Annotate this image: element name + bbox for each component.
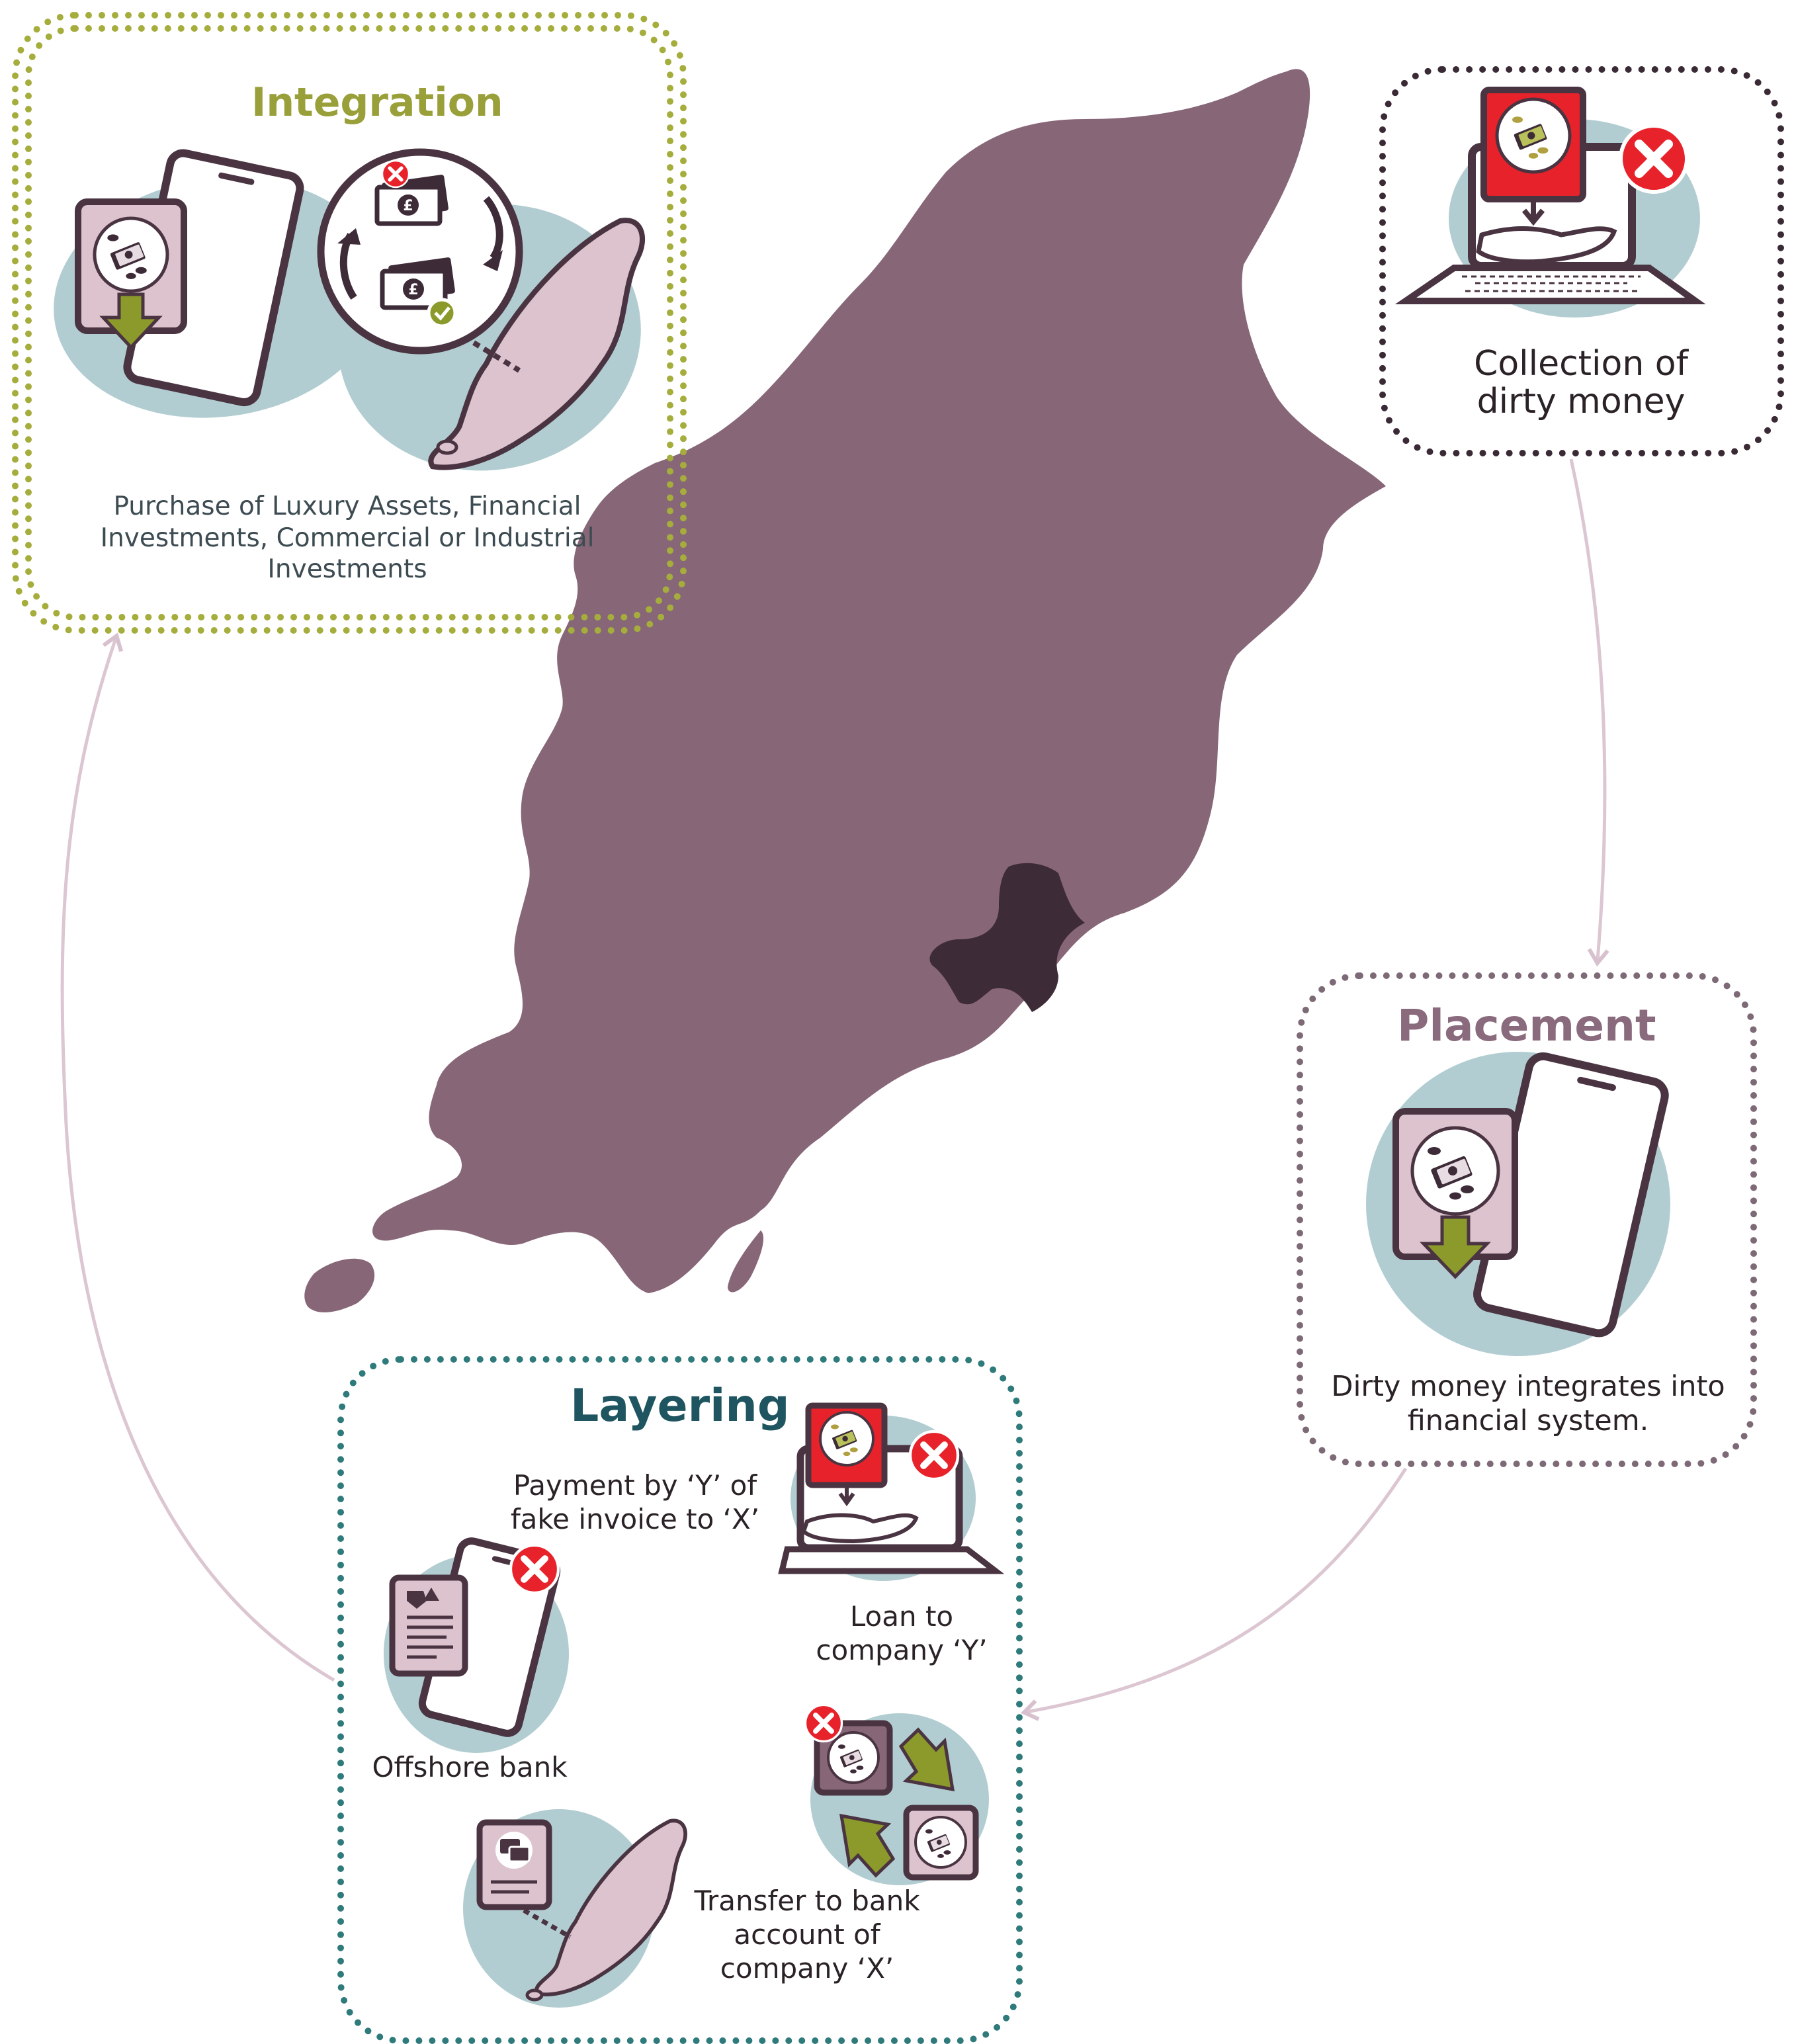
integration-description: Purchase of Luxury Assets, Financial Inv… (100, 491, 595, 585)
green-arrow-icon (839, 1813, 896, 1878)
offshore-bank-label: Offshore bank (372, 1751, 568, 1783)
placement-description: Dirty money integrates into financial sy… (1331, 1370, 1725, 1438)
layering-offshore-illustration (384, 1537, 569, 1753)
arrow-layering-to-integration (60, 632, 335, 1682)
document-icon (407, 1591, 427, 1609)
collection-stage-box (1379, 66, 1784, 456)
placement-tablet-illustration (1366, 1052, 1670, 1356)
layering-laptop-illustration (778, 1402, 1005, 1581)
green-arrow-icon (898, 1727, 955, 1792)
layering-transfer-illustration (806, 1705, 989, 1885)
transfer-label: Transfer to bank account of company ‘X’ (694, 1885, 920, 1985)
integration-title: Integration (251, 79, 503, 126)
arrow-placement-to-layering (1020, 1467, 1408, 1721)
placement-stage-box (1297, 972, 1757, 1467)
isle-of-man-map (304, 69, 1387, 1313)
layering-title: Layering (570, 1380, 790, 1432)
loan-label: Loan to company ‘Y’ (816, 1600, 988, 1667)
payment-label: Payment by ‘Y’ of fake invoice to ‘X’ (510, 1469, 760, 1536)
integration-exchange-illustration: £ £ (317, 148, 665, 471)
pound-sign-icon: £ (403, 198, 413, 214)
placement-title: Placement (1397, 1000, 1656, 1051)
integration-stage-box (12, 12, 687, 634)
layering-island-illustration (463, 1809, 685, 2008)
green-check-icon (427, 298, 457, 328)
pound-sign-icon: £ (408, 282, 418, 298)
arrow-collection-to-placement (1569, 458, 1609, 967)
collection-laptop-illustration (1394, 87, 1706, 318)
integration-tablet-illustration (54, 149, 383, 418)
collection-description: Collection of dirty money (1474, 344, 1688, 422)
